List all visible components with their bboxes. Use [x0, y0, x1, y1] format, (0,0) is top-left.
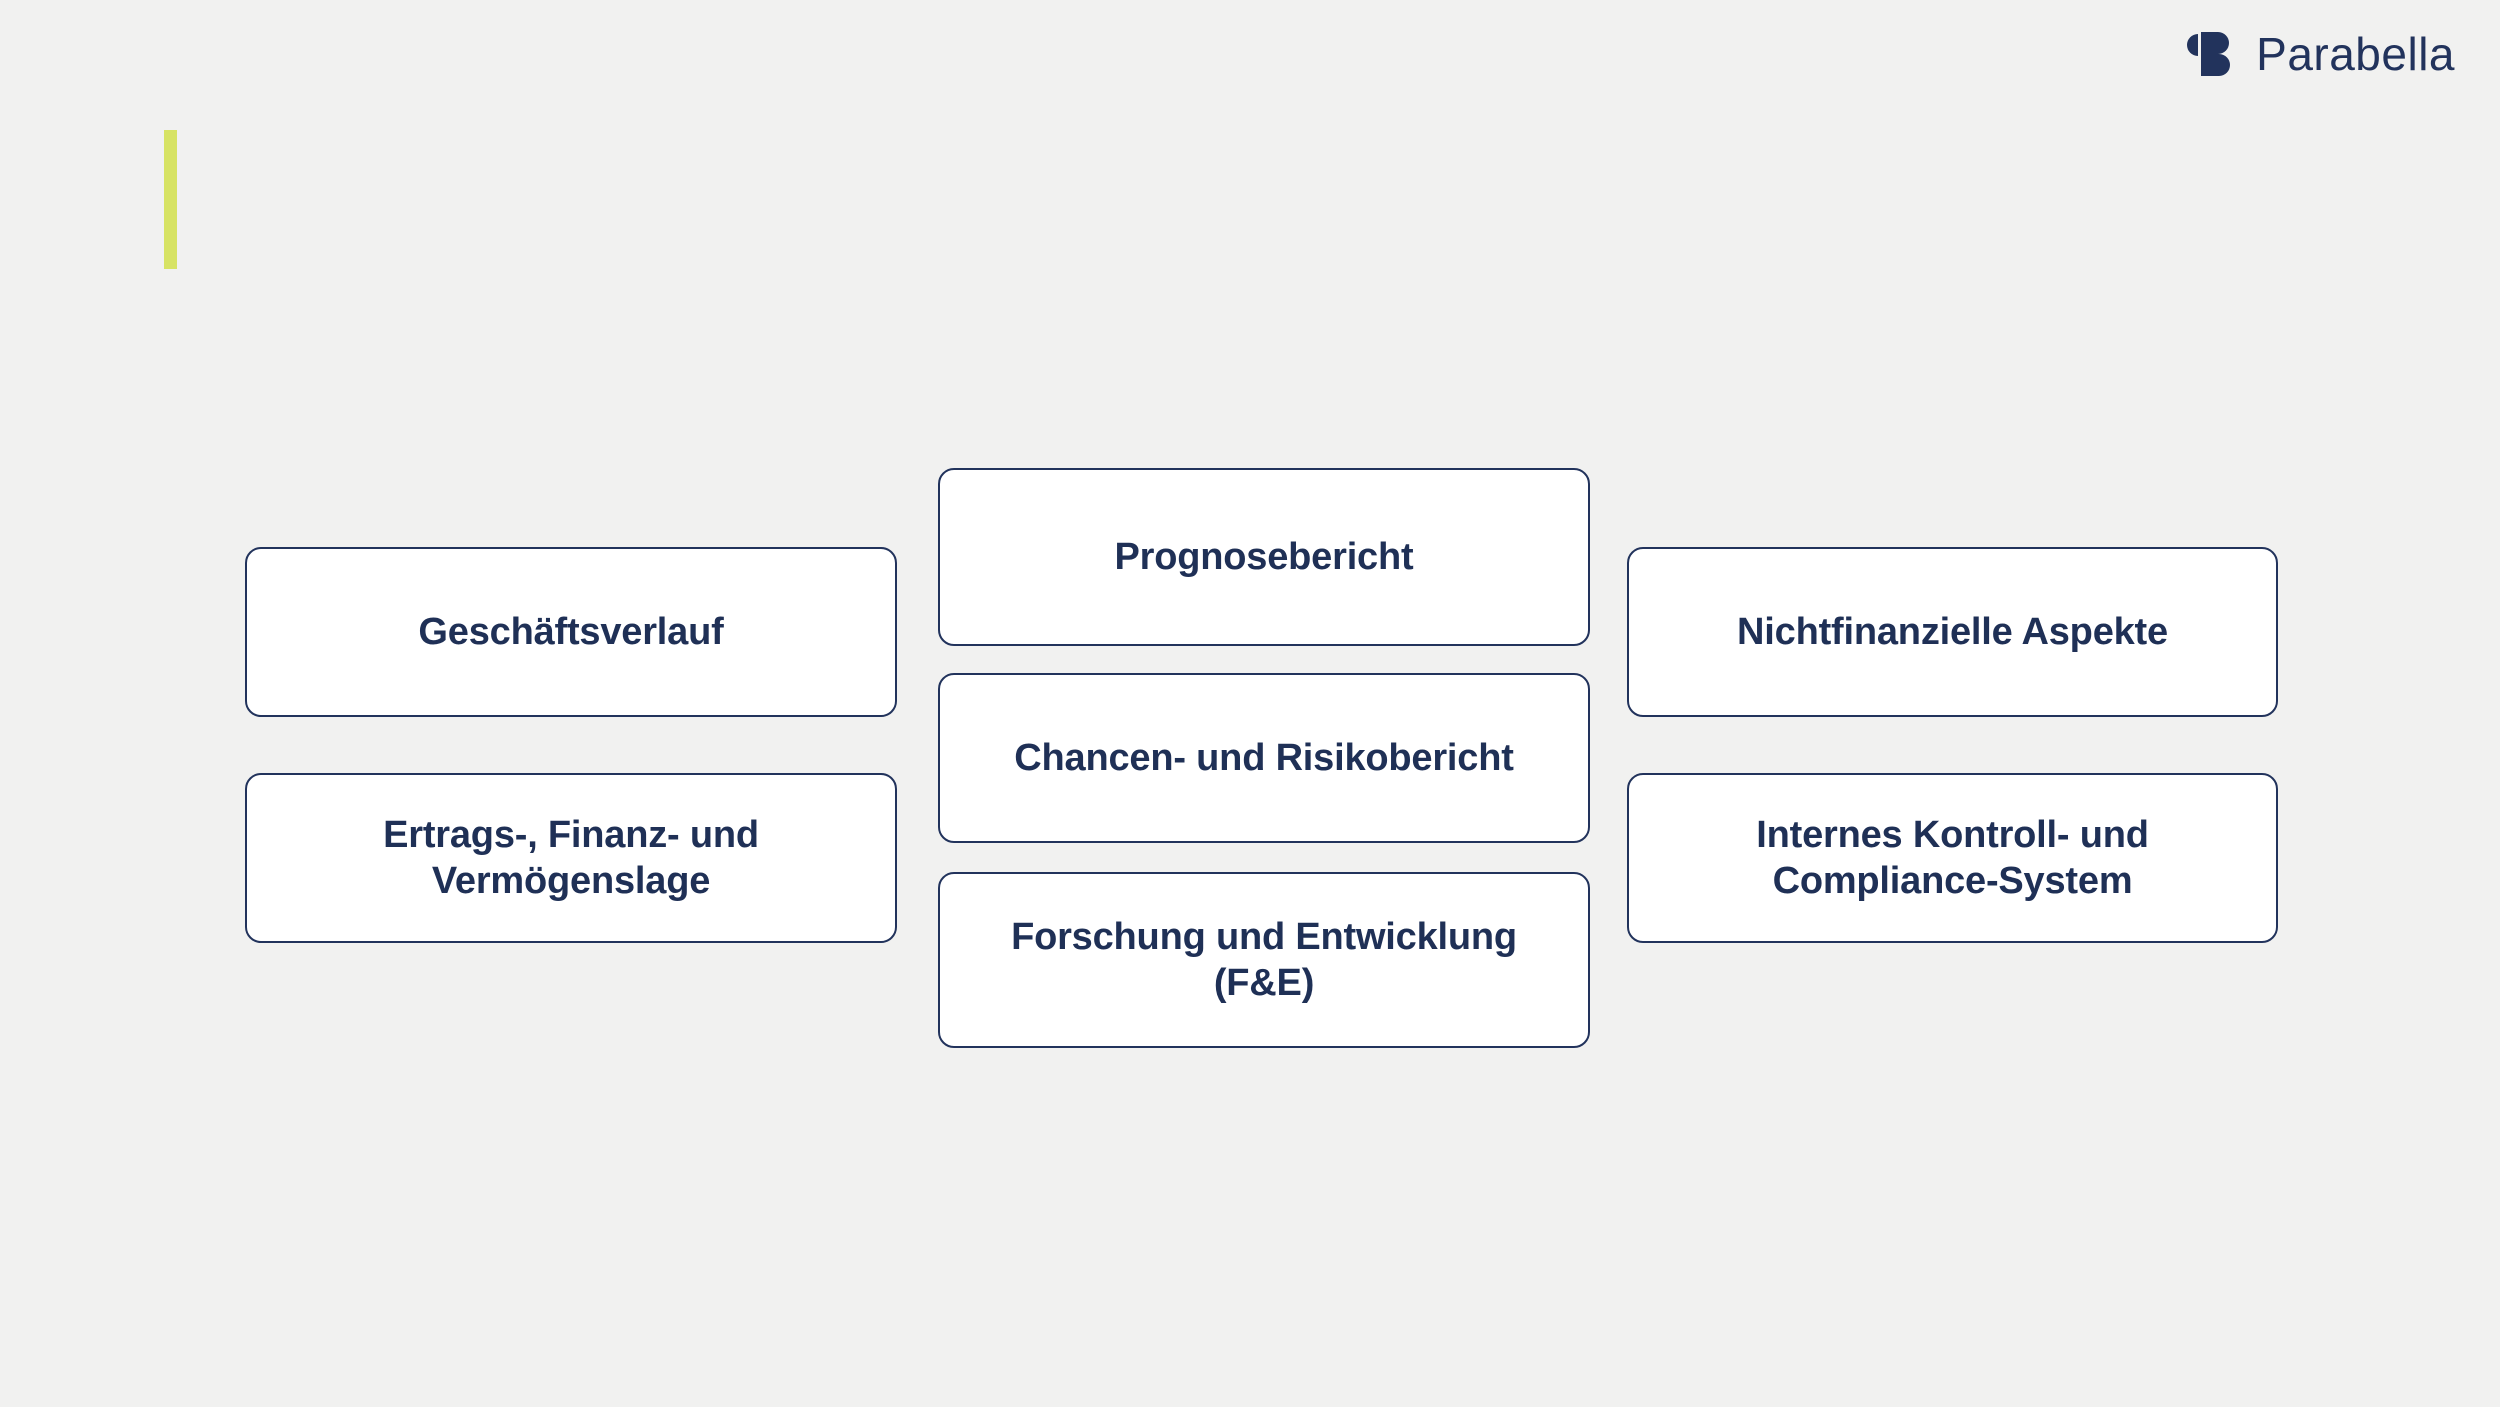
card-label: Internes Kontroll- und Compliance-System — [1756, 813, 2149, 902]
page-title — [196, 126, 1796, 276]
brand-wordmark: Parabella — [2256, 28, 2455, 80]
card-ertrags-finanz-vermoegenslage[interactable]: Ertrags-, Finanz- und Vermögenslage — [245, 773, 897, 943]
card-label: Geschäftsverlauf — [418, 610, 724, 653]
brand-logo: Parabella — [2180, 24, 2455, 84]
card-label: Forschung und Entwicklung (F&E) — [1011, 915, 1517, 1004]
card-label: Ertrags-, Finanz- und Vermögenslage — [383, 813, 759, 902]
card-prognosebericht[interactable]: Prognosebericht — [938, 468, 1590, 646]
card-internes-kontroll-compliance-system[interactable]: Internes Kontroll- und Compliance-System — [1627, 773, 2278, 943]
card-label: Prognosebericht — [1114, 535, 1414, 578]
card-forschung-und-entwicklung[interactable]: Forschung und Entwicklung (F&E) — [938, 872, 1590, 1048]
card-label: Nichtfinanzielle Aspekte — [1737, 610, 2168, 653]
card-geschaeftsverlauf[interactable]: Geschäftsverlauf — [245, 547, 897, 717]
parabella-b-mark-icon — [2187, 32, 2231, 76]
accent-bar — [164, 130, 177, 269]
card-label: Chancen- und Risikobericht — [1014, 736, 1514, 779]
card-chancen-und-risikobericht[interactable]: Chancen- und Risikobericht — [938, 673, 1590, 843]
card-nichtfinanzielle-aspekte[interactable]: Nichtfinanzielle Aspekte — [1627, 547, 2278, 717]
